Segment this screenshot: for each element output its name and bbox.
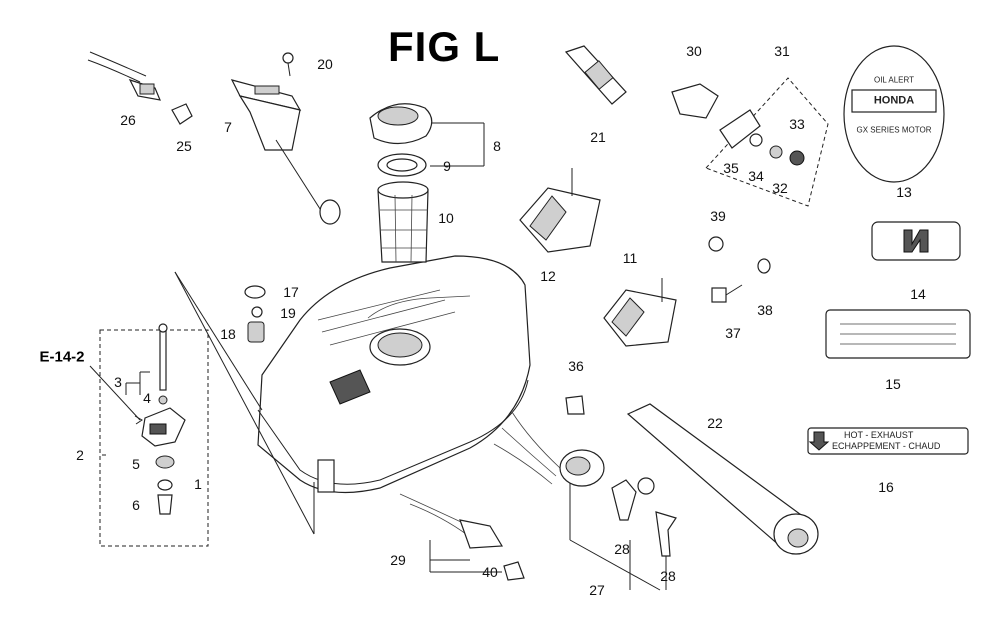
part-number-26: 26: [120, 112, 136, 128]
reference-link-e-14-2[interactable]: E-14-2: [39, 348, 85, 366]
part-number-35: 35: [723, 160, 739, 176]
part-number-34: 34: [748, 168, 764, 184]
engine-mount-11: [603, 278, 677, 347]
emblem-13: [843, 45, 945, 183]
wire-harness-29: [399, 493, 525, 581]
warning-line-1: HOT - EXHAUST: [844, 430, 914, 440]
washer-38: [757, 258, 771, 274]
part-number-18: 18: [220, 326, 236, 342]
part-number-39: 39: [710, 208, 726, 224]
part-number-17: 17: [283, 284, 299, 300]
label-15: [825, 309, 971, 359]
part-number-30: 30: [686, 43, 702, 59]
part-number-6: 6: [132, 497, 140, 513]
part-number-29: 29: [390, 552, 406, 568]
part-number-25: 25: [176, 138, 192, 154]
emblem-bottom-text: GX SERIES MOTOR: [856, 125, 932, 135]
fuel-gauge: [230, 79, 341, 225]
warning-line-2: ECHAPPEMENT - CHAUD: [832, 441, 941, 451]
part-number-22: 22: [707, 415, 723, 431]
bolt-37: [711, 284, 743, 303]
part-number-12: 12: [540, 268, 556, 284]
part-number-36: 36: [568, 358, 584, 374]
key-28a: [611, 477, 655, 521]
clip-25: [171, 103, 193, 125]
part-number-1: 1: [194, 476, 202, 492]
leader-lines: [99, 122, 667, 591]
part-number-40: 40: [482, 564, 498, 580]
part-number-8: 8: [493, 138, 501, 154]
part-number-31: 31: [774, 43, 790, 59]
figure-title: FIG L: [388, 23, 501, 70]
part-number-21: 21: [590, 129, 606, 145]
part-number-15: 15: [885, 376, 901, 392]
part-number-2: 2: [76, 447, 84, 463]
part-number-11: 11: [622, 250, 638, 266]
fuel-filter-10: [377, 181, 429, 263]
grommet-17: [244, 285, 266, 299]
o-ring-19: [251, 306, 263, 318]
mark-14: [871, 221, 961, 261]
part-number-13: 13: [896, 184, 912, 200]
part-number-28b: 28: [660, 568, 676, 584]
fuel-tank: [257, 255, 531, 494]
bracket-30: [671, 83, 719, 119]
kit-31-box: [705, 77, 829, 207]
part-number-5: 5: [132, 456, 140, 472]
key-28b: [655, 511, 677, 557]
bolt-39: [708, 236, 724, 252]
muffler-22: [626, 403, 819, 555]
emblem-brand-text: HONDA: [873, 94, 915, 107]
engine-mount-12: [519, 168, 601, 253]
wire-harness-26: [87, 51, 161, 101]
part-number-3: 3: [114, 374, 122, 390]
part-number-28a: 28: [614, 541, 630, 557]
fuel-cap-8: [369, 103, 433, 145]
ignition-switch-27: [493, 411, 605, 487]
screw-20: [282, 52, 294, 77]
part-number-27: 27: [589, 582, 605, 598]
emblem-top-text: OIL ALERT: [873, 75, 915, 85]
fastener-36: [565, 395, 585, 415]
part-number-9: 9: [443, 158, 451, 174]
part-number-4: 4: [143, 390, 151, 406]
part-number-20: 20: [317, 56, 333, 72]
warning-label-16: [807, 427, 969, 455]
part-number-33: 33: [789, 116, 805, 132]
part-number-7: 7: [224, 119, 232, 135]
part-number-19: 19: [280, 305, 296, 321]
part-number-10: 10: [438, 210, 454, 226]
part-number-37: 37: [725, 325, 741, 341]
spark-plug-21: [564, 45, 627, 105]
part-number-16: 16: [878, 479, 894, 495]
part-number-32: 32: [772, 180, 788, 196]
part-number-38: 38: [757, 302, 773, 318]
part-number-14: 14: [910, 286, 926, 302]
spacer-18: [247, 321, 265, 343]
fuel-cock-assembly: [89, 323, 186, 515]
gasket-9: [377, 153, 427, 177]
